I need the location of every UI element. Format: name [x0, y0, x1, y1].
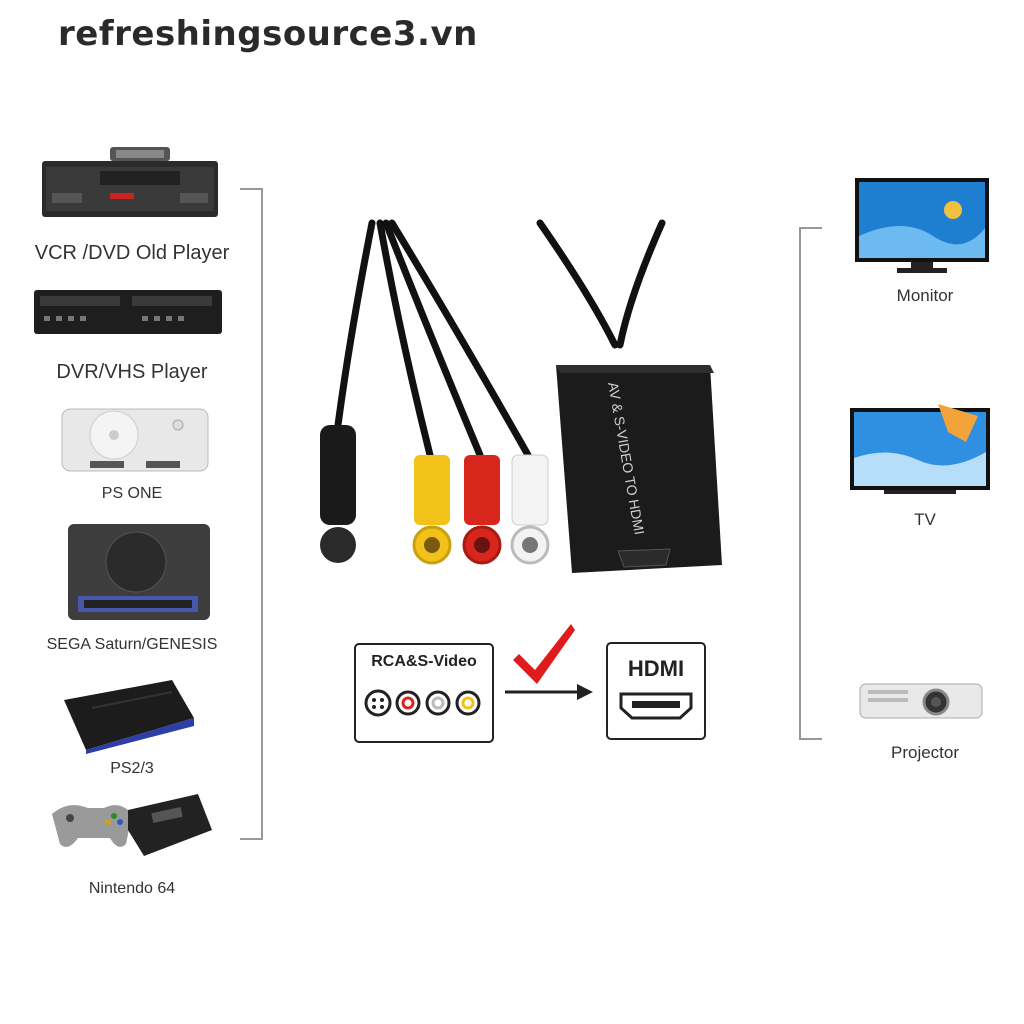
- vcr-dvd-player-icon: [42, 147, 218, 217]
- hdmi-output-box: HDMI: [606, 642, 706, 740]
- output-box-label: HDMI: [627, 656, 685, 681]
- rca-connectors-icon: [364, 689, 481, 717]
- destination-label-tv: TV: [914, 510, 936, 529]
- rca-svideo-input-box: RCA&S-Video: [354, 643, 494, 743]
- hdmi-port-icon: [619, 692, 693, 720]
- destination-label-monitor: Monitor: [896, 286, 954, 305]
- source-label-ps2-3: PS2/3: [110, 760, 154, 777]
- destination-bracket: [799, 227, 822, 740]
- source-label-sega: SEGA Saturn/GENESIS: [46, 636, 218, 653]
- ps-one-console-icon: [61, 408, 209, 472]
- ps2-console-icon: [64, 680, 194, 754]
- checkmark-icon: [513, 624, 575, 684]
- right-arrow-icon: [505, 684, 593, 700]
- source-label-ps-one: PS ONE: [101, 485, 163, 502]
- watermark: refreshingsource3.vn: [58, 14, 478, 54]
- source-label-dvr-vhs: DVR/VHS Player: [56, 361, 208, 383]
- monitor-icon: [855, 178, 989, 273]
- source-label-n64: Nintendo 64: [88, 880, 176, 897]
- nintendo-64-console-icon: [52, 794, 212, 856]
- tv-icon: [850, 404, 990, 494]
- source-label-vcr: VCR /DVD Old Player: [34, 242, 230, 264]
- source-bracket: [240, 188, 263, 840]
- sega-saturn-console-icon: [68, 524, 210, 620]
- av-svideo-to-hdmi-adapter-icon: AV & S-VIDEO TO HDMI: [320, 219, 722, 573]
- projector-icon: [859, 683, 983, 719]
- destination-label-projector: Projector: [890, 743, 960, 762]
- dvr-vhs-player-icon: [34, 290, 222, 334]
- input-box-label: RCA&S-Video: [371, 653, 477, 670]
